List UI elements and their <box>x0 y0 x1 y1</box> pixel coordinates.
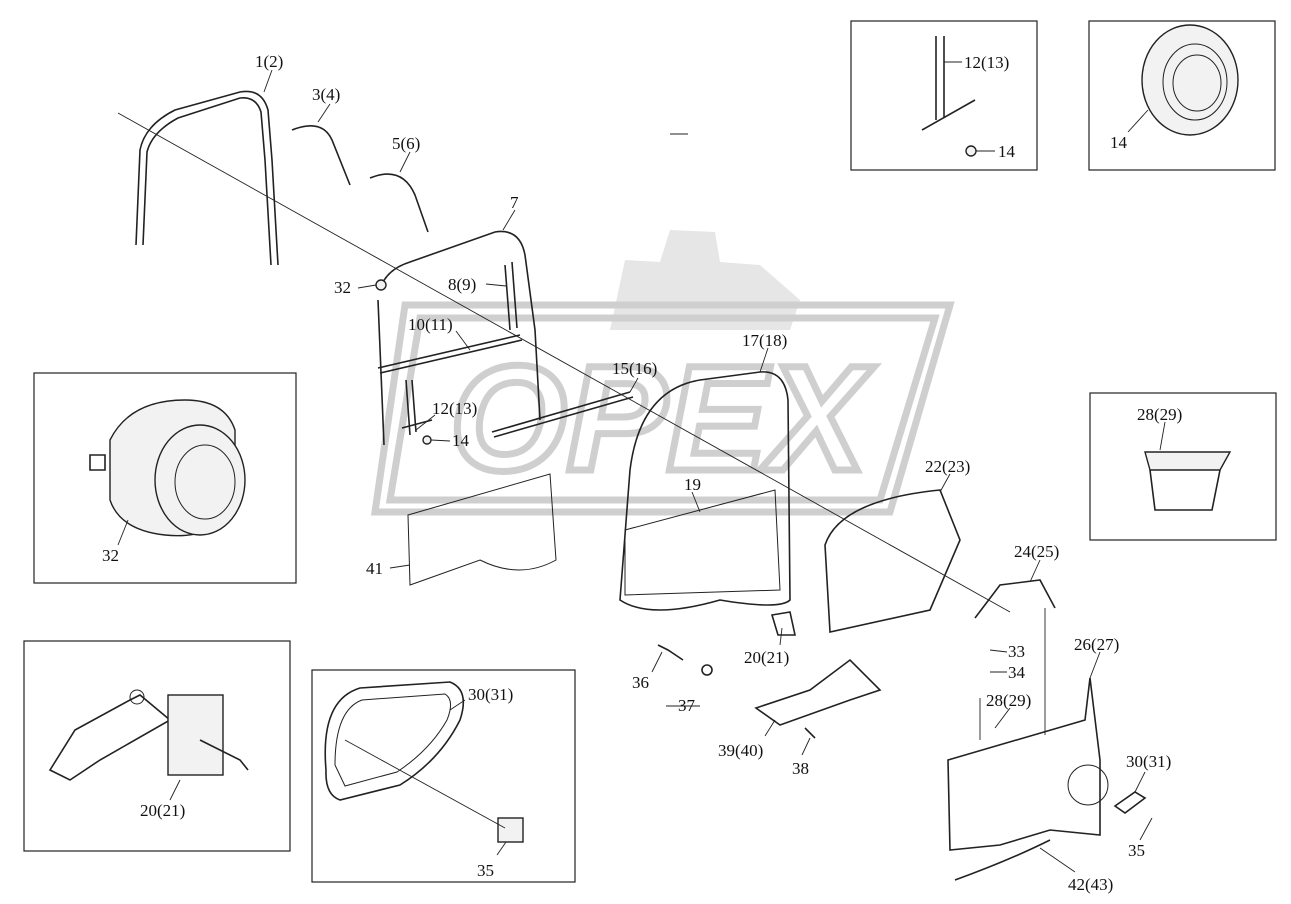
part-washer <box>701 664 713 676</box>
callout-label: 37 <box>678 696 696 715</box>
assembly-axis-line <box>117 112 1011 613</box>
callout-labels: 1(2) 3(4) 5(6) 7 32 8(9) 10(11) 12(13) 1… <box>255 52 1171 894</box>
callout-label: 22(23) <box>925 457 970 476</box>
callout-label: 36 <box>632 673 649 692</box>
callout-label: 8(9) <box>448 275 476 294</box>
callout-label: 7 <box>510 193 519 212</box>
part-channel-lower <box>491 391 634 438</box>
part-bolt <box>657 644 684 661</box>
inset-callout-label: 14 <box>1110 133 1128 152</box>
callout-label: 20(21) <box>744 648 789 667</box>
part-door-weatherstrip <box>619 371 791 611</box>
callout-label: 26(27) <box>1074 635 1119 654</box>
callout-label: 3(4) <box>312 85 340 104</box>
callout-label: 19 <box>684 475 701 494</box>
part-inner-panel <box>624 489 781 596</box>
callout-label: 41 <box>366 559 383 578</box>
part-clip <box>804 727 816 739</box>
inset-bumper-detail: 32 <box>33 372 297 584</box>
part-trim-strip <box>954 839 1051 881</box>
callout-label: 12(13) <box>432 399 477 418</box>
part-frame-seal <box>135 90 279 266</box>
callout-label: 42(43) <box>1068 875 1113 894</box>
part-speaker-grille <box>1067 764 1109 806</box>
inset-pocket-detail: 28(29) <box>1089 392 1277 541</box>
callout-label: 33 <box>1008 642 1025 661</box>
part-grip-handle <box>974 579 1056 619</box>
inset-callout-label: 30(31) <box>468 685 513 704</box>
inset-callout-label: 35 <box>477 861 494 880</box>
part-nut <box>422 435 432 445</box>
inset-hinge-detail: 20(21) <box>23 640 291 852</box>
part-door-glass <box>824 489 961 633</box>
inset-callout-label: 12(13) <box>964 53 1009 72</box>
part-door-trim <box>947 677 1101 851</box>
part-outer-belt <box>369 173 429 233</box>
opex-watermark: OPEX <box>370 230 955 516</box>
callout-label: 10(11) <box>408 315 453 334</box>
callout-label: 28(29) <box>986 691 1031 710</box>
inset-regulator-detail: 12(13) 14 <box>850 20 1038 171</box>
callout-label: 14 <box>452 431 470 450</box>
callout-label: 15(16) <box>612 359 657 378</box>
callout-label: 1(2) <box>255 52 283 71</box>
inset-nut-detail: 14 <box>1088 20 1276 171</box>
part-hinge-small <box>770 611 796 636</box>
callout-label: 39(40) <box>718 741 763 760</box>
callout-label: 24(25) <box>1014 542 1059 561</box>
part-bumper <box>375 279 387 291</box>
inset-callout-label: 20(21) <box>140 801 185 820</box>
part-inner-handle-small <box>1113 791 1147 814</box>
part-division-channel <box>504 261 518 331</box>
part-insulation-pad <box>407 473 557 586</box>
callout-label: 17(18) <box>742 331 787 350</box>
part-inner-belt <box>377 334 523 374</box>
inset-callout-label: 28(29) <box>1137 405 1182 424</box>
leader-lines <box>263 69 1153 873</box>
part-run-channel-upper <box>291 124 351 186</box>
inset-inner-handle-detail: 30(31) 35 <box>311 669 576 883</box>
callout-label: 30(31) <box>1126 752 1171 771</box>
inset-callout-label: 14 <box>998 142 1016 161</box>
callout-label: 38 <box>792 759 809 778</box>
callout-label: 5(6) <box>392 134 420 153</box>
part-armrest-bracket <box>754 658 882 726</box>
callout-label: 35 <box>1128 841 1145 860</box>
inset-callout-label: 32 <box>102 546 119 565</box>
callout-label: 34 <box>1008 663 1026 682</box>
callout-label: 32 <box>334 278 351 297</box>
